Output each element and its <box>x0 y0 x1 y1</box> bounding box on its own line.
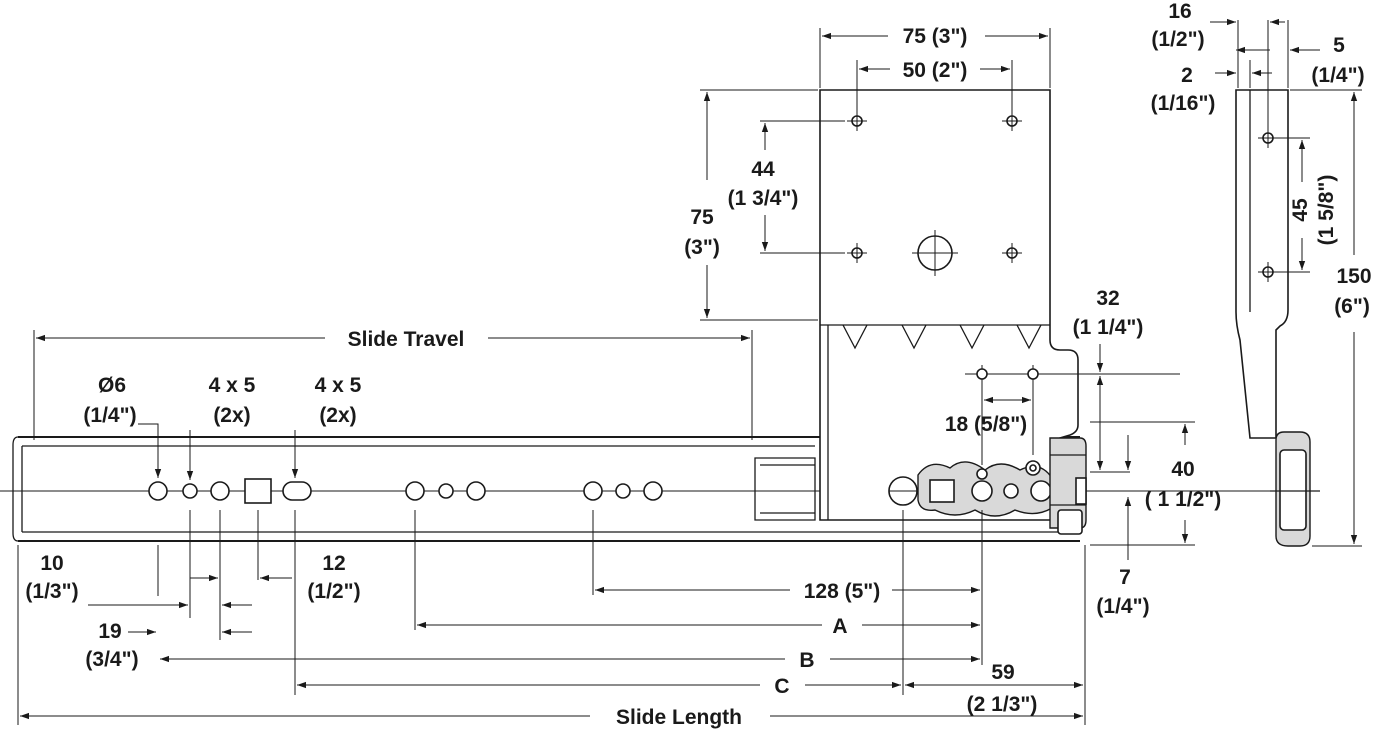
slot-a-size-label: 4 x 5 <box>209 374 256 397</box>
dim-b-label: B <box>799 649 814 672</box>
dim-2-inch-label: (1/16") <box>1151 92 1216 115</box>
dim-7-inch-label: (1/4") <box>1096 595 1149 618</box>
dim-75-height-inch-label: (3") <box>684 236 720 259</box>
bracket-hole-marks <box>847 111 1022 276</box>
dim-5-inch-label: (1/4") <box>1311 64 1364 87</box>
dim-45-inch-label: (1 5/8") <box>1315 175 1338 246</box>
dimension-labels: Slide Travel Slide Length Ø6 (1/4") 4 x … <box>25 0 1371 729</box>
mounting-bracket <box>819 89 1087 535</box>
dim-150-label: 150 <box>1336 265 1371 288</box>
dim-16-label: 16 <box>1168 0 1191 23</box>
dim-75-width-label: 75 (3") <box>903 25 968 48</box>
dim-10-label: 10 <box>40 552 63 575</box>
dim-a-label: A <box>832 615 847 638</box>
dim-44-inch-label: (1 3/4") <box>728 187 799 210</box>
dim-40-label: 40 <box>1171 458 1194 481</box>
dim-5-label: 5 <box>1333 34 1345 57</box>
dim-10-inch-label: (1/3") <box>25 580 78 603</box>
dim-12-inch-label: (1/2") <box>307 580 360 603</box>
slide-side-view <box>0 436 1320 542</box>
dim-59-inch-label: (2 1/3") <box>967 693 1038 716</box>
dim-128-label: 128 (5") <box>804 580 881 603</box>
dim-45-label: 45 <box>1289 198 1312 222</box>
slide-end-view <box>1235 89 1320 547</box>
slot-a-qty-label: (2x) <box>213 404 250 427</box>
dim-19-label: 19 <box>98 620 121 643</box>
dim-18-label: 18 (5/8") <box>945 413 1027 436</box>
dim-2-label: 2 <box>1181 64 1193 87</box>
dimension-lines <box>17 18 1362 725</box>
slide-travel-label: Slide Travel <box>348 328 465 351</box>
dim-59-label: 59 <box>991 661 1014 684</box>
dim-16-inch-label: (1/2") <box>1151 28 1204 51</box>
dim-32-inch-label: (1 1/4") <box>1073 316 1144 339</box>
hole-diameter-inch-label: (1/4") <box>83 404 136 427</box>
dim-c-label: C <box>774 675 789 698</box>
dim-19-inch-label: (3/4") <box>85 648 138 671</box>
slot-b-qty-label: (2x) <box>319 404 356 427</box>
dim-40-inch-label: ( 1 1/2") <box>1145 488 1221 511</box>
dim-150-inch-label: (6") <box>1334 295 1370 318</box>
dim-44-label: 44 <box>751 158 775 181</box>
dim-12-label: 12 <box>322 552 345 575</box>
dim-32-label: 32 <box>1096 287 1119 310</box>
slot-b-size-label: 4 x 5 <box>315 374 362 397</box>
slide-length-label: Slide Length <box>616 706 742 729</box>
hole-diameter-label: Ø6 <box>98 374 126 397</box>
dim-75-height-label: 75 <box>690 206 714 229</box>
dim-7-label: 7 <box>1119 566 1131 589</box>
dim-50-label: 50 (2") <box>903 59 968 82</box>
